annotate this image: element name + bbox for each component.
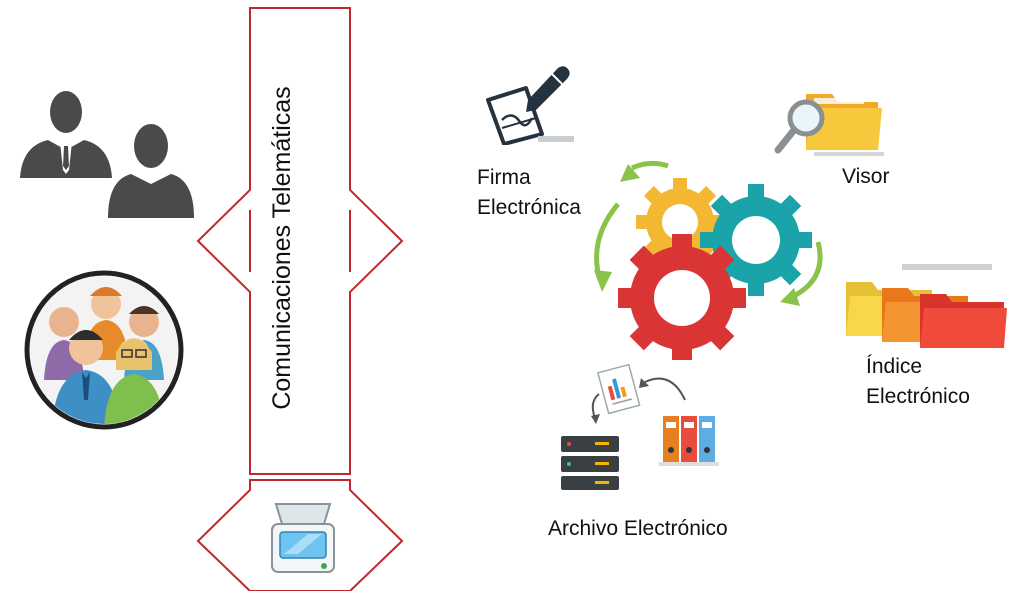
folder-magnifier-icon bbox=[774, 94, 884, 156]
center-label: Comunicaciones Telemáticas bbox=[268, 86, 296, 410]
firma-electronica-label: Firma Electrónica bbox=[477, 166, 581, 219]
archivo-electronico-label: Archivo Electrónico bbox=[548, 517, 728, 540]
upper-double-arrow-outline bbox=[196, 7, 404, 475]
signature-pen-icon bbox=[486, 66, 574, 145]
server-binders-icon bbox=[561, 363, 719, 490]
gears-cycle-icon bbox=[594, 160, 823, 360]
user-group-icon bbox=[24, 270, 184, 430]
businessman-businesswoman-icon bbox=[20, 91, 194, 218]
indice-electronico-label: Índice Electrónico bbox=[866, 355, 970, 408]
stacked-folders-icon bbox=[846, 264, 1007, 348]
scanner-icon bbox=[271, 503, 335, 573]
visor-label: Visor bbox=[842, 165, 890, 188]
